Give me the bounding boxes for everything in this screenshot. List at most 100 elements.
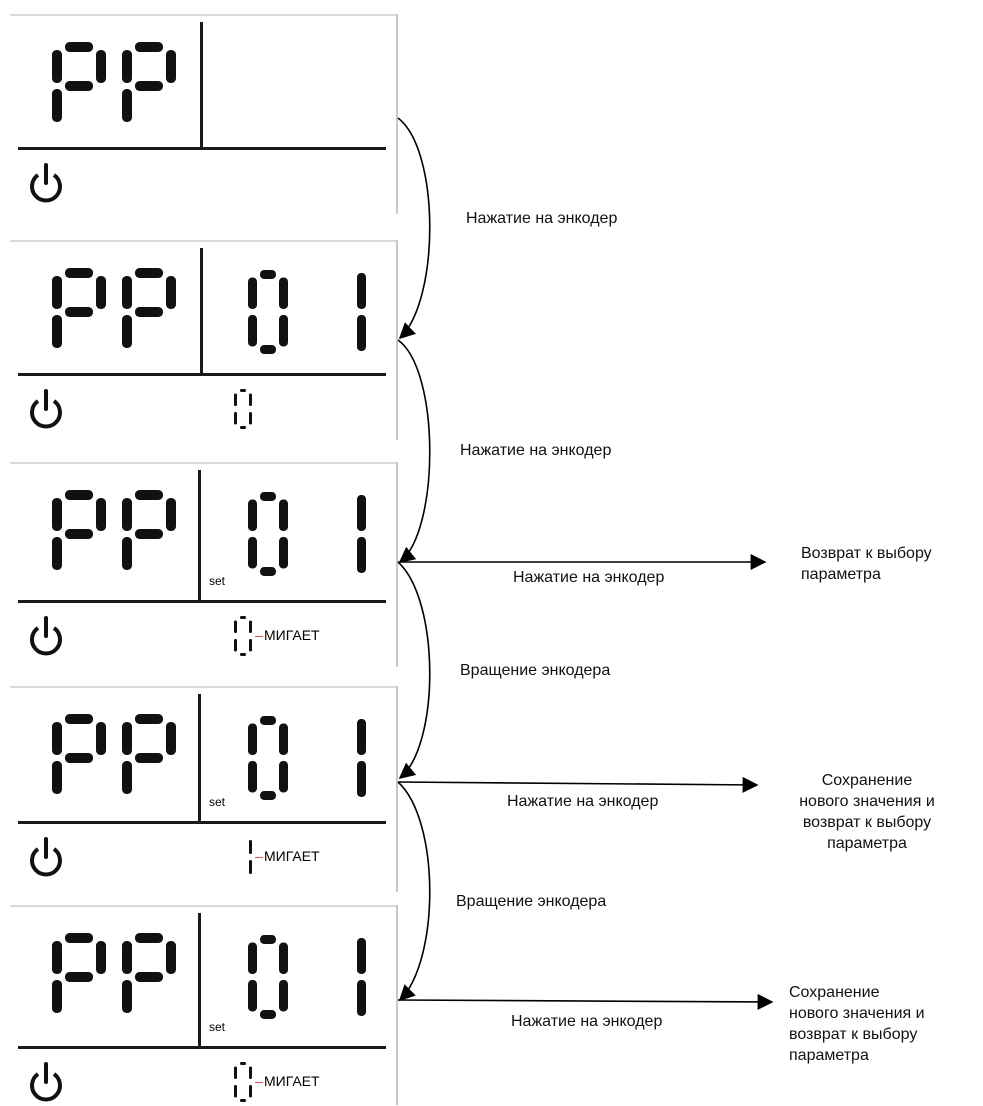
panel-divider-vertical xyxy=(198,470,201,600)
main-digit-1-segment-f xyxy=(52,941,62,974)
panel-right-border xyxy=(396,905,398,1105)
param-digit-1-segment-a xyxy=(260,270,276,279)
main-digit-2 xyxy=(122,490,176,570)
side-result-2-line: параметра xyxy=(827,835,907,852)
side-result-1: Возврат к выбору параметра xyxy=(801,543,932,585)
lcd-segments xyxy=(30,714,366,877)
main-digit-1-segment-a xyxy=(65,490,93,500)
main-digit-2-segment-a xyxy=(135,490,163,500)
value-digit-segment-b xyxy=(249,393,252,406)
power-icon-arc xyxy=(30,847,62,877)
side-result-1-line: Возврат к выбору xyxy=(801,545,932,562)
param-digit-1-segment-c xyxy=(279,315,288,347)
param-digit-1-segment-b xyxy=(279,942,288,974)
main-digit-2-segment-a xyxy=(135,714,163,724)
main-digit-2-segment-b xyxy=(166,50,176,83)
value-digit xyxy=(234,616,252,656)
main-digit-2-segment-f xyxy=(122,498,132,531)
param-digit-1-segment-c xyxy=(279,537,288,569)
param-digit-1 xyxy=(248,270,288,354)
param-digit-2 xyxy=(357,719,366,797)
value-digit-segment-f xyxy=(234,620,237,633)
param-digit-1-segment-a xyxy=(260,492,276,501)
main-digit-2-segment-e xyxy=(122,761,132,794)
side-action-label-1: Нажатие на энкодер xyxy=(513,569,665,586)
lcd-panel-1 xyxy=(10,14,398,214)
main-digit-2-segment-g xyxy=(135,972,163,982)
main-digit-1-segment-b xyxy=(96,276,106,309)
transition-arrow-4 xyxy=(397,781,431,1002)
side-result-3-line: нового значения и xyxy=(789,1005,925,1022)
value-digit-segment-d xyxy=(240,426,246,429)
main-digit-2-segment-e xyxy=(122,89,132,122)
transition-label-1: Нажатие на энкодер xyxy=(466,210,618,227)
transition-arrow-1 xyxy=(397,117,431,340)
lcd-segments xyxy=(30,490,366,656)
lcd-segments xyxy=(30,933,366,1102)
param-digit-1-segment-f xyxy=(248,499,257,531)
main-digit-1-segment-g xyxy=(65,81,93,91)
param-digit-1-segment-e xyxy=(248,980,257,1012)
param-digit-2-segment-c xyxy=(357,980,366,1016)
param-digit-1-segment-f xyxy=(248,277,257,309)
blink-indicator-line xyxy=(255,857,263,858)
main-digit-2-segment-g xyxy=(135,529,163,539)
panel-top-border xyxy=(10,905,398,907)
power-icon xyxy=(30,389,62,429)
panel-divider-vertical xyxy=(200,22,203,147)
main-digit-1-segment-f xyxy=(52,50,62,83)
side-result-2-line: возврат к выбору xyxy=(802,814,932,831)
power-icon-arc xyxy=(30,173,62,203)
lcd-segments xyxy=(30,42,176,203)
param-digit-1-segment-f xyxy=(248,942,257,974)
transition-arrow-3 xyxy=(397,561,431,780)
power-icon xyxy=(30,163,62,203)
param-digit-1-segment-c xyxy=(279,980,288,1012)
power-icon-arc xyxy=(30,1072,62,1102)
main-digit-1-segment-e xyxy=(52,315,62,348)
main-digit-2-segment-f xyxy=(122,276,132,309)
panel-top-border xyxy=(10,14,398,16)
side-action-label-2: Нажатие на энкодер xyxy=(507,793,659,810)
panel-top-border xyxy=(10,686,398,688)
transition-label-3: Вращение энкодера xyxy=(460,662,611,679)
main-digit-2-segment-b xyxy=(166,941,176,974)
param-digit-1 xyxy=(248,492,288,576)
param-digit-1-segment-e xyxy=(248,761,257,793)
param-digit-2 xyxy=(357,273,366,351)
param-digit-1-segment-d xyxy=(260,1010,276,1019)
main-digit-1 xyxy=(52,490,106,570)
main-digit-1-segment-g xyxy=(65,972,93,982)
panel-top-border xyxy=(10,240,398,242)
param-digit-1 xyxy=(248,935,288,1019)
side-result-2: Сохранение нового значения и возврат к в… xyxy=(772,770,962,854)
param-digit-1-segment-b xyxy=(279,277,288,309)
value-digit-segment-d xyxy=(240,1099,246,1102)
blink-label: МИГАЕТ xyxy=(264,1073,320,1089)
panel-divider-vertical xyxy=(200,248,203,373)
value-digit-segment-b xyxy=(249,620,252,633)
value-digit-segment-c xyxy=(249,412,252,425)
param-digit-1-segment-a xyxy=(260,935,276,944)
value-digit-segment-c xyxy=(249,639,252,652)
side-result-1-line: параметра xyxy=(801,566,881,583)
main-digit-1-segment-f xyxy=(52,722,62,755)
side-arrow-3 xyxy=(397,993,774,1010)
power-icon xyxy=(30,1062,62,1102)
param-digit-1-segment-f xyxy=(248,723,257,755)
param-digit-2-segment-b xyxy=(357,495,366,531)
transition-label-2: Нажатие на энкодер xyxy=(460,442,612,459)
main-digit-1-segment-b xyxy=(96,498,106,531)
value-digit-segment-b xyxy=(249,840,252,854)
side-result-3-line: Сохранение xyxy=(789,984,880,1001)
main-digit-1 xyxy=(52,933,106,1013)
side-result-2-line: нового значения и xyxy=(799,793,935,810)
main-digit-2-segment-b xyxy=(166,498,176,531)
main-digit-2-segment-g xyxy=(135,753,163,763)
main-digit-2-segment-g xyxy=(135,307,163,317)
value-digit-segment-c xyxy=(249,1085,252,1098)
main-digit-2 xyxy=(122,42,176,122)
